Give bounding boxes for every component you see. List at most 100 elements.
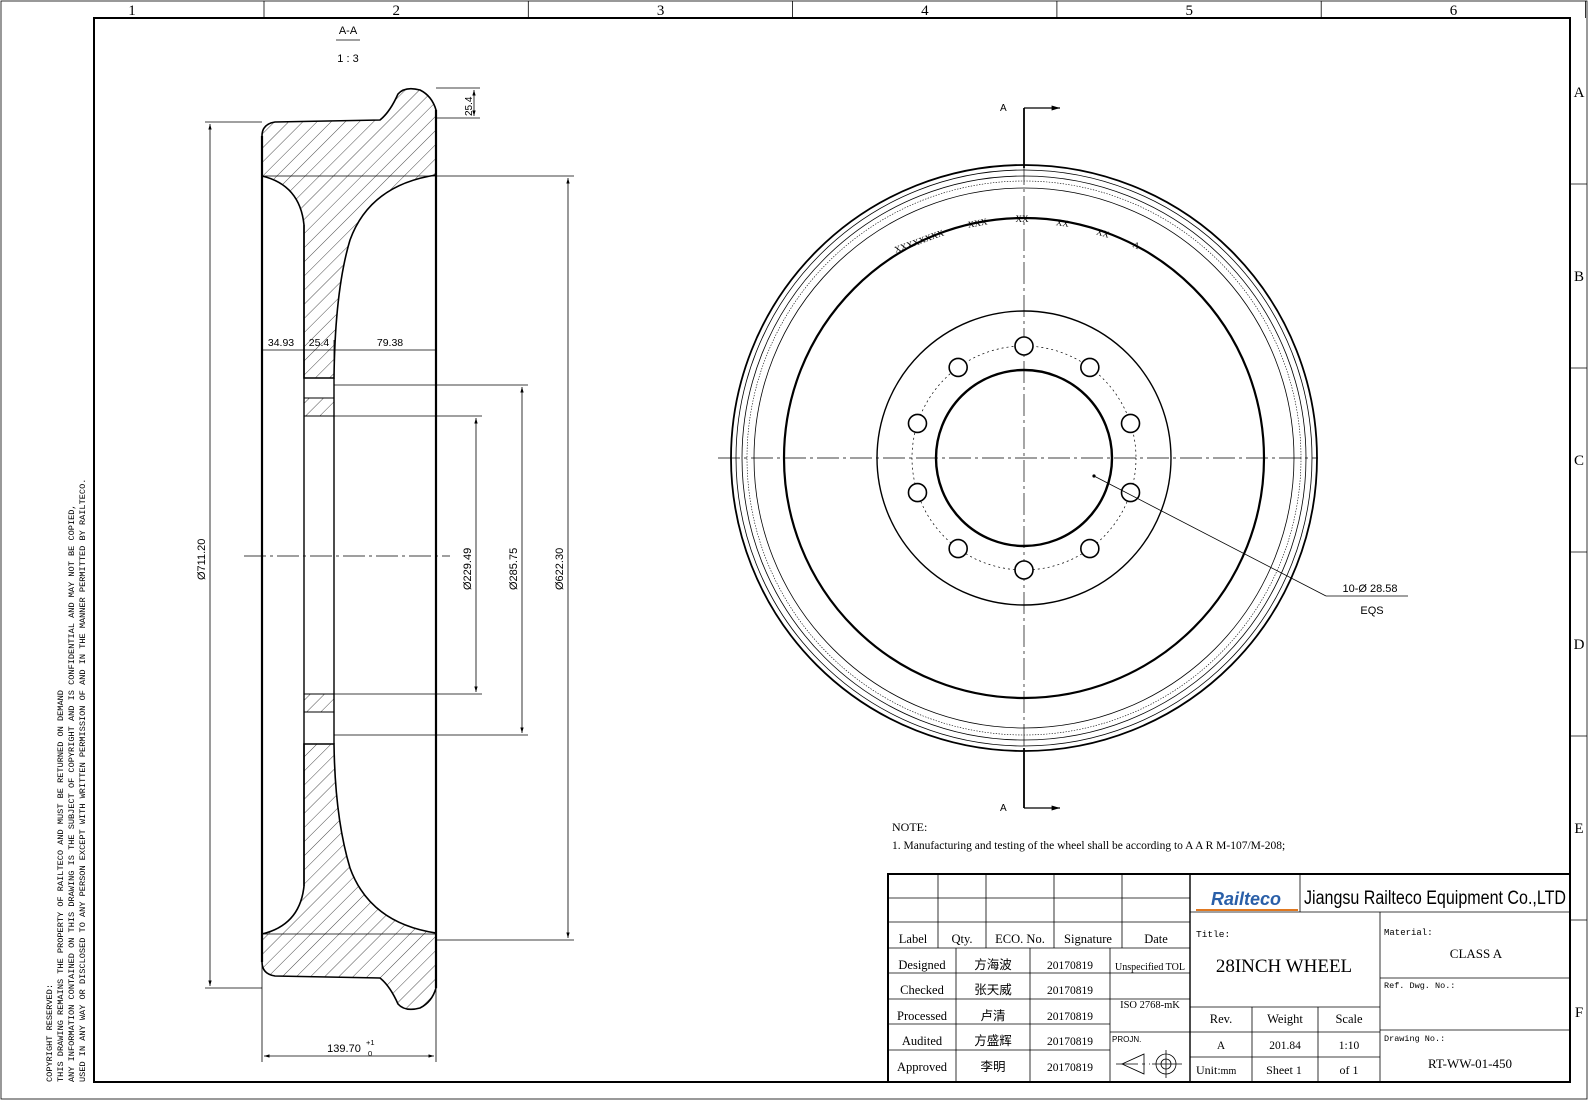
zone-col-label: 1 [128,3,136,19]
approval-role: Audited [902,1034,943,1048]
drawing-title: 28INCH WHEEL [1216,956,1352,977]
header-label: Label [899,932,928,946]
hole-callout-sub: EQS [1360,605,1383,617]
stamp-field-2: XX [1016,214,1029,224]
dim-bolt-circle-dia: Ø285.75 [334,384,528,736]
approval-date: 20170819 [1047,1062,1093,1074]
bolt-hole [1014,560,1034,580]
approval-role: Approved [897,1060,948,1074]
approval-role: Designed [898,958,946,972]
zone-row-label: D [1574,637,1585,653]
copyright-line-1: COPYRIGHT RESERVED: [45,984,55,1082]
zone-col-label: 6 [1450,3,1458,19]
lower-wheel-section [261,743,437,1011]
title-block: Label Qty. ECO. No. Signature Date Desig… [887,873,1571,1083]
dim-bolt-circle-dia-label: Ø285.75 [508,548,520,590]
approval-date: 20170819 [1047,1011,1093,1023]
approval-date: 20170819 [1047,1036,1093,1048]
dim-bore-left-label: 34.93 [268,337,294,349]
header-qty: Qty. [951,932,972,946]
stamp-serial: XXXXXXXX [893,227,946,254]
rim-stamp-text: XXXXXXXX XXX XX XX XX A [893,214,1142,255]
section-label: A-A [339,25,358,37]
bolt-hole [907,413,928,434]
sheet-total: of 1 [1340,1063,1359,1077]
copyright-notice: COPYRIGHT RESERVED: THIS DRAWING REMAINS… [45,479,88,1082]
projection-symbol: PROJN. [1112,1035,1182,1078]
drawing-no-value: RT-WW-01-450 [1428,1056,1512,1071]
dim-tread-dia-label: Ø622.30 [554,548,566,590]
wheel-face-view: XXXXXXXX XXX XX XX XX A A A 10-Ø 28.58 E… [718,103,1408,814]
zone-row-label: E [1574,821,1583,837]
dim-width-label: 139.70 [327,1043,361,1055]
section-scale: 1 : 3 [337,53,358,65]
dim-flange-height-label: 25.4 [464,96,475,116]
iso-note: ISO 2768-mK [1120,1000,1180,1011]
projection-label: PROJN. [1112,1035,1141,1044]
bolt-hole [1014,336,1034,356]
approval-name: 李明 [980,1059,1005,1074]
stamp-field-4: XX [1095,227,1111,240]
approval-date: 20170819 [1047,960,1093,972]
approval-name: 方海波 [974,957,1012,972]
company-name: Jiangsu Railteco Equipment Co.,LTD [1304,888,1566,909]
stamp-field-3: XX [1055,217,1070,229]
bolt-hole [1120,482,1141,503]
railteco-logo: Railteco [1196,889,1298,911]
copyright-line-3: ANY INFORMATION CONTAINED ON THIS DRAWIN… [67,504,77,1082]
upper-wheel-section [261,87,437,379]
weight-label: Weight [1267,1012,1303,1026]
note-text: 1. Manufacturing and testing of the whee… [892,840,1285,852]
copyright-line-4: USED IN ANY WAY OR DISCLOSED TO ANY PERS… [78,479,88,1082]
section-mark-top-label: A [1000,103,1007,114]
title-label: Title: [1196,929,1230,940]
header-eco-no: ECO. No. [995,932,1045,946]
logo-text: Railteco [1211,889,1281,909]
bolt-hole [1080,538,1100,559]
stamp-field-1: XXX [967,216,988,229]
dim-bore-widths: 34.93 25.4 79.38 [262,337,436,378]
dim-bore-dia: Ø229.49 [334,415,482,695]
rev-value: A [1217,1040,1226,1052]
scale-label: Scale [1335,1012,1363,1026]
bolt-hole [948,538,968,559]
rev-label: Rev. [1210,1012,1232,1026]
unit-cell: Unit:mm [1196,1063,1236,1077]
scale-value: 1:10 [1339,1040,1360,1052]
zone-col-label: 2 [393,3,401,19]
notes: NOTE: 1. Manufacturing and testing of th… [892,820,1285,852]
header-signature: Signature [1064,932,1112,946]
sheet-number: Sheet 1 [1266,1063,1302,1077]
approval-name: 张天威 [974,982,1012,997]
section-marker-top: A [1000,103,1060,168]
zone-row-label: F [1575,1005,1583,1021]
approval-role: Checked [900,983,944,997]
approval-date: 20170819 [1047,985,1093,997]
stamp-field-5: A [1131,239,1141,251]
approval-name: 卢清 [980,1008,1005,1023]
zone-col-label: 5 [1185,3,1193,19]
bolt-hole [948,357,968,378]
bolt-hole [1120,413,1141,434]
zone-col-label: 4 [921,3,929,19]
section-marker-bottom: A [1000,748,1060,814]
approval-role: Processed [897,1009,948,1023]
dim-bore-right-label: 79.38 [377,337,403,349]
tolerance-note: Unspecified TOL [1115,962,1185,973]
dim-width-tol-upper: +1 [366,1038,375,1047]
section-view-a-a: A-A 1 : 3 Ø711.20 [196,25,574,1062]
bolt-hole [907,482,928,503]
weight-value: 201.84 [1269,1040,1301,1052]
zone-row-label: B [1574,269,1584,285]
ref-dwg-label: Ref. Dwg. No.: [1384,981,1455,991]
dim-flange-height: 25.4 [436,87,480,119]
note-title: NOTE: [892,820,927,834]
hole-callout-label: 10-Ø 28.58 [1342,583,1397,595]
section-mark-bottom-label: A [1000,803,1007,814]
hole-callout: 10-Ø 28.58 EQS [1092,474,1408,617]
dim-overall-dia-label: Ø711.20 [196,539,208,580]
copyright-line-2: THIS DRAWING REMAINS THE PROPERTY OF RAI… [56,690,66,1082]
dim-width: 139.70 +1 0 [261,962,437,1062]
dim-width-tol-lower: 0 [368,1049,372,1058]
